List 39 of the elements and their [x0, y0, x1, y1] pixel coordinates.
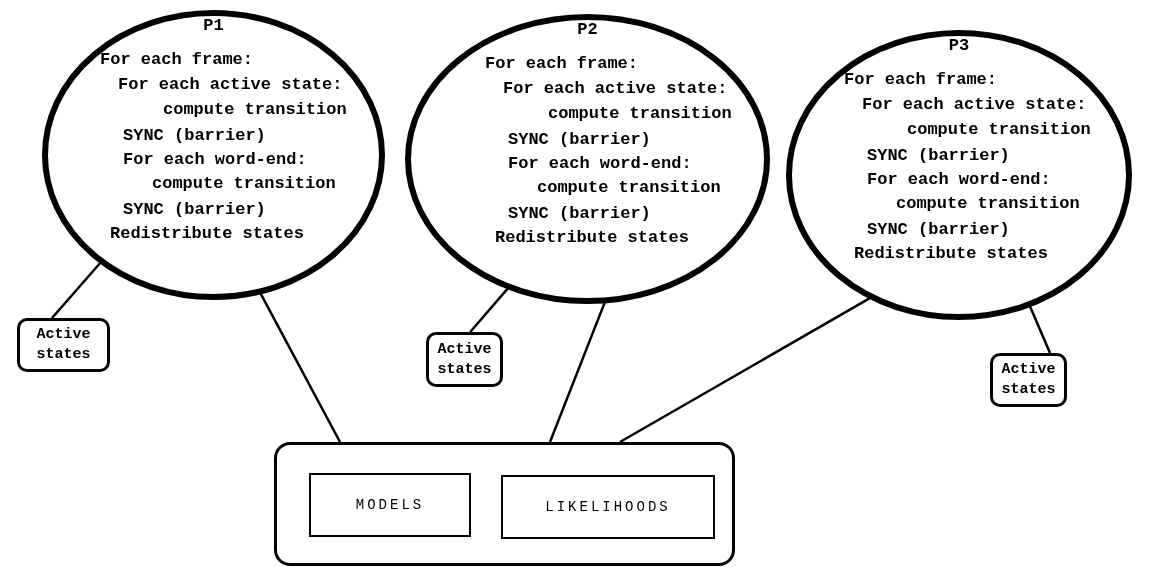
pseudocode-line: compute transition	[907, 120, 1091, 140]
pseudocode-line: compute transition	[163, 100, 347, 120]
connector-line	[1028, 305, 1052, 354]
connector-line	[619, 297, 871, 444]
pseudocode-line: SYNC (barrier)	[123, 200, 266, 220]
pseudocode-line: SYNC (barrier)	[123, 126, 266, 146]
data-box: LIKELIHOODS	[501, 475, 715, 539]
process-label: P3	[947, 36, 971, 56]
pseudocode-line: compute transition	[152, 174, 336, 194]
state-box: Active states	[426, 332, 503, 387]
pseudocode-line: compute transition	[548, 104, 732, 124]
pseudocode-line: SYNC (barrier)	[867, 146, 1010, 166]
pseudocode-line: For each active state:	[503, 79, 728, 99]
connector-line	[259, 292, 342, 443]
pseudocode-line: compute transition	[537, 178, 721, 198]
pseudocode-line: For each word-end:	[508, 154, 692, 174]
state-box: Active states	[990, 353, 1067, 407]
pseudocode-line: compute transition	[896, 194, 1080, 214]
pseudocode-line: Redistribute states	[854, 244, 1048, 264]
pseudocode-line: Redistribute states	[110, 224, 304, 244]
pseudocode-line: For each active state:	[118, 75, 343, 95]
pseudocode-line: For each frame:	[100, 50, 254, 70]
pseudocode-line: For each frame:	[485, 54, 639, 74]
pseudocode-line: For each active state:	[862, 95, 1087, 115]
process-label: P2	[576, 20, 599, 40]
connector-line	[469, 287, 509, 333]
connector-line	[51, 261, 102, 319]
pseudocode-line: For each word-end:	[123, 150, 307, 170]
shared-memory-box	[274, 442, 735, 566]
connector-line	[548, 301, 606, 443]
pseudocode-line: SYNC (barrier)	[867, 220, 1010, 240]
data-box: MODELS	[309, 473, 471, 537]
pseudocode-line: SYNC (barrier)	[508, 204, 651, 224]
pseudocode-line: SYNC (barrier)	[508, 130, 651, 150]
pseudocode-line: For each frame:	[844, 70, 998, 90]
pseudocode-line: Redistribute states	[495, 228, 689, 248]
state-box: Active states	[17, 318, 110, 372]
process-label: P1	[202, 16, 225, 36]
pseudocode-line: For each word-end:	[867, 170, 1051, 190]
